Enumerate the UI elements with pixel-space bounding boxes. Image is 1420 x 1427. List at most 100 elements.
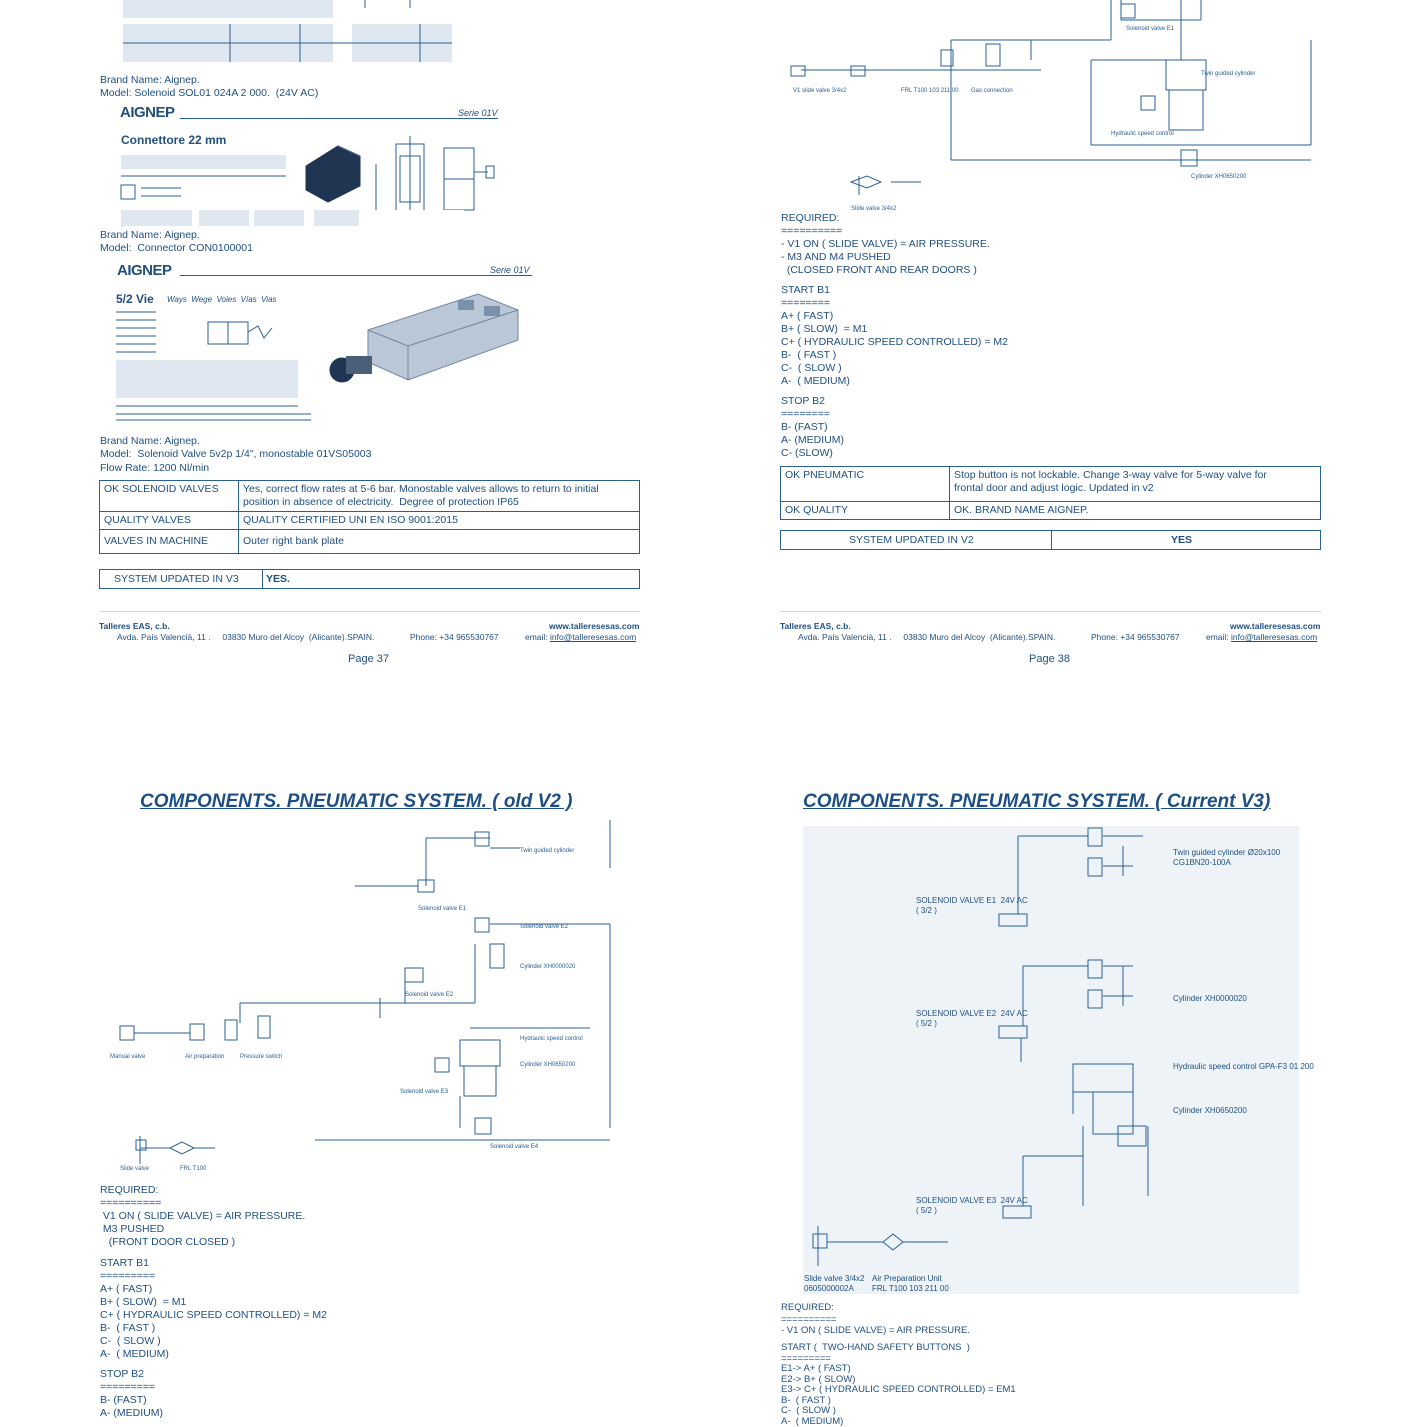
svg-text:Solenoid valve E1: Solenoid valve E1 (1126, 26, 1175, 32)
footer-web: www.talleresesas.com (1230, 621, 1321, 631)
flow-rate: Flow Rate: 1200 Nl/min (100, 462, 210, 474)
system-updated-value: YES (1171, 534, 1193, 546)
connector-badges-drawing (124, 210, 359, 226)
svg-text:Pressure switch: Pressure switch (240, 1054, 282, 1060)
valve-spec-drawing (116, 311, 311, 421)
footer-email-label: email: (525, 632, 551, 642)
model-1: Model: Solenoid SOL01 024A 2 000. (24V A… (100, 87, 319, 99)
label-slide-valve: Slide valve 3/4x2 0605000002A (804, 1274, 865, 1293)
footer-rule (780, 611, 1321, 612)
label-solenoid-e3: SOLENOID VALVE E3 24V AC ( 5/2 ) (916, 1196, 1028, 1215)
pneumatic-diagram-v3-drawing (812, 827, 1149, 1266)
model-3: Model: Solenoid Valve 5v2p 1/4", monosta… (100, 448, 372, 460)
label-solenoid-e1: SOLENOID VALVE E1 24V AC ( 3/2 ) (916, 896, 1028, 915)
connector-badges (124, 210, 464, 228)
cell-divider (1051, 531, 1052, 549)
svg-text:Cylinder XH0000020: Cylinder XH0000020 (520, 964, 576, 970)
label-cylinder-b: Cylinder XH0000020 (1173, 994, 1247, 1003)
row-value: Outer right bank plate (238, 529, 640, 554)
row-value: Yes, correct flow rates at 5-6 bar. Mono… (238, 480, 640, 512)
svg-text:Slide valve: Slide valve (120, 1166, 150, 1172)
p39-stop-sequence: STOP B2 ========= B- (FAST) A- (MEDIUM) (100, 1368, 163, 1419)
svg-text:FRL T100 103 211 00: FRL T100 103 211 00 (901, 88, 959, 94)
svg-text:Solenoid valve E4: Solenoid valve E4 (490, 1144, 539, 1150)
system-updated-label: SYSTEM UPDATED IN V3 (114, 573, 239, 585)
table-row: OK QUALITY OK. BRAND NAME AIGNEP. (780, 501, 1321, 520)
p38-stop-sequence: STOP B2 ======== B- (FAST) A- (MEDIUM) C… (781, 395, 844, 459)
valve-photo (328, 290, 520, 390)
connector-title: Connettore 22 mm (121, 133, 227, 147)
aignep-logo: AIGNEP (120, 104, 175, 121)
svg-text:Twin guided cylinder: Twin guided cylinder (1201, 71, 1255, 77)
row-label: OK PNEUMATIC (780, 466, 950, 502)
p40-title: COMPONENTS. PNEUMATIC SYSTEM. ( Current … (803, 791, 1271, 812)
svg-text:Solenoid valve E2: Solenoid valve E2 (405, 992, 454, 998)
svg-text:FRL T100: FRL T100 (180, 1166, 207, 1172)
row-value: OK. BRAND NAME AIGNEP. (949, 501, 1321, 520)
p40-start-sequence: START ( TWO-HAND SAFETY BUTTONS ) ======… (781, 1342, 1016, 1427)
svg-text:Hydraulic speed control: Hydraulic speed control (1111, 131, 1174, 137)
system-updated-box: SYSTEM UPDATED IN V2 YES (780, 530, 1321, 550)
valve-subtitle: Ways Wege Voies Vías Vias (167, 295, 277, 304)
svg-text:Slide valve 3/4x2: Slide valve 3/4x2 (851, 206, 897, 212)
spec-table-drawing (123, 0, 452, 62)
footer-address: Avda. País Valencià, 11 . 03830 Muro del… (117, 632, 375, 642)
divider (180, 118, 498, 119)
footer-web: www.talleresesas.com (549, 621, 640, 631)
row-value: QUALITY CERTIFIED UNI EN ISO 9001:2015 (238, 511, 640, 530)
label-twin-cylinder: Twin guided cylinder Ø20x100 CG1BN20-100… (1173, 848, 1281, 867)
footer-phone: Phone: +34 965530767 (1091, 632, 1180, 642)
footer-email-label: email: (1206, 632, 1232, 642)
label-frl: Air Preparation Unit FRL T100 103 211 00 (872, 1274, 949, 1293)
footer-rule (99, 611, 640, 612)
p38-required: REQUIRED: ========== - V1 ON ( SLIDE VAL… (781, 212, 990, 276)
svg-text:Solenoid valve E1: Solenoid valve E1 (418, 906, 467, 912)
pneumatic-diagram-v2-top: V1 slide valve 3/4x2 FRL T100 103 211 00… (790, 0, 1312, 212)
p38-start-sequence: START B1 ======== A+ ( FAST) B+ ( SLOW) … (781, 284, 1008, 387)
footer-company: Talleres EAS, c.b. (780, 621, 851, 631)
aignep-logo-2: AIGNEP (117, 262, 172, 279)
p39-start-sequence: START B1 ========= A+ ( FAST) B+ ( SLOW)… (100, 1257, 327, 1360)
row-label: VALVES IN MACHINE (99, 529, 239, 554)
footer-email-link[interactable]: info@talleresesas.com (550, 632, 637, 642)
pneumatic-diagram-v3: SOLENOID VALVE E1 24V AC ( 3/2 ) SOLENOI… (803, 826, 1314, 1294)
valve-title: 5/2 Vie (116, 292, 154, 306)
divider-2 (180, 275, 532, 276)
page-number: Page 38 (1029, 653, 1070, 665)
label-cylinder-c: Cylinder XH0650200 (1173, 1106, 1247, 1115)
footer-email-link[interactable]: info@talleresesas.com (1231, 632, 1318, 642)
row-label: OK QUALITY (780, 501, 950, 520)
valve-photo-drawing (329, 293, 519, 383)
valve-spec-image (116, 308, 316, 424)
svg-text:Cylinder XH0650200: Cylinder XH0650200 (520, 1062, 576, 1068)
svg-text:Solenoid valve E3: Solenoid valve E3 (400, 1089, 449, 1095)
label-hydraulic-control: Hydraulic speed control GPA-F3 01 200 (1173, 1062, 1314, 1071)
table-row: OK PNEUMATIC Stop button is not lockable… (780, 466, 1321, 502)
page-number: Page 37 (348, 653, 389, 665)
p39-required: REQUIRED: ========== V1 ON ( SLIDE VALVE… (100, 1184, 306, 1248)
serie-label: Serie 01V (458, 108, 498, 118)
svg-text:Cylinder XH0650200: Cylinder XH0650200 (1191, 174, 1247, 180)
cell-divider (262, 570, 263, 588)
pneumatic-diagram-old-v2: Twin guided cylinder Solenoid valve E1 S… (110, 820, 611, 1172)
svg-text:Air preparation: Air preparation (185, 1054, 224, 1060)
serie-label-2: Serie 01V (490, 265, 530, 275)
row-label: QUALITY VALVES (99, 511, 239, 530)
brand-name-2: Brand Name: Aignep. (100, 229, 200, 241)
svg-text:Twin guided cylinder: Twin guided cylinder (520, 848, 574, 854)
table-row: VALVES IN MACHINE Outer right bank plate (99, 529, 640, 554)
footer-email: email: info@talleresesas.com (525, 632, 636, 643)
row-label: OK SOLENOID VALVES (99, 480, 239, 512)
label-solenoid-e2: SOLENOID VALVE E2 24V AC ( 5/2 ) (916, 1009, 1028, 1028)
svg-text:Manual valve: Manual valve (110, 1054, 146, 1060)
svg-text:Gas connection: Gas connection (971, 88, 1013, 94)
p40-required: REQUIRED: ========== - V1 ON ( SLIDE VAL… (781, 1302, 970, 1336)
brand-name-1: Brand Name: Aignep. (100, 74, 200, 86)
footer-email: email: info@talleresesas.com (1206, 632, 1317, 643)
svg-text:V1 slide valve 3/4x2: V1 slide valve 3/4x2 (793, 88, 847, 94)
brand-name-3: Brand Name: Aignep. (100, 435, 200, 447)
row-value: Stop button is not lockable. Change 3-wa… (949, 466, 1321, 502)
system-updated-box: SYSTEM UPDATED IN V3 YES. (99, 569, 640, 589)
connector-photo (298, 138, 368, 206)
svg-text:Hydraulic speed control: Hydraulic speed control (520, 1036, 583, 1042)
